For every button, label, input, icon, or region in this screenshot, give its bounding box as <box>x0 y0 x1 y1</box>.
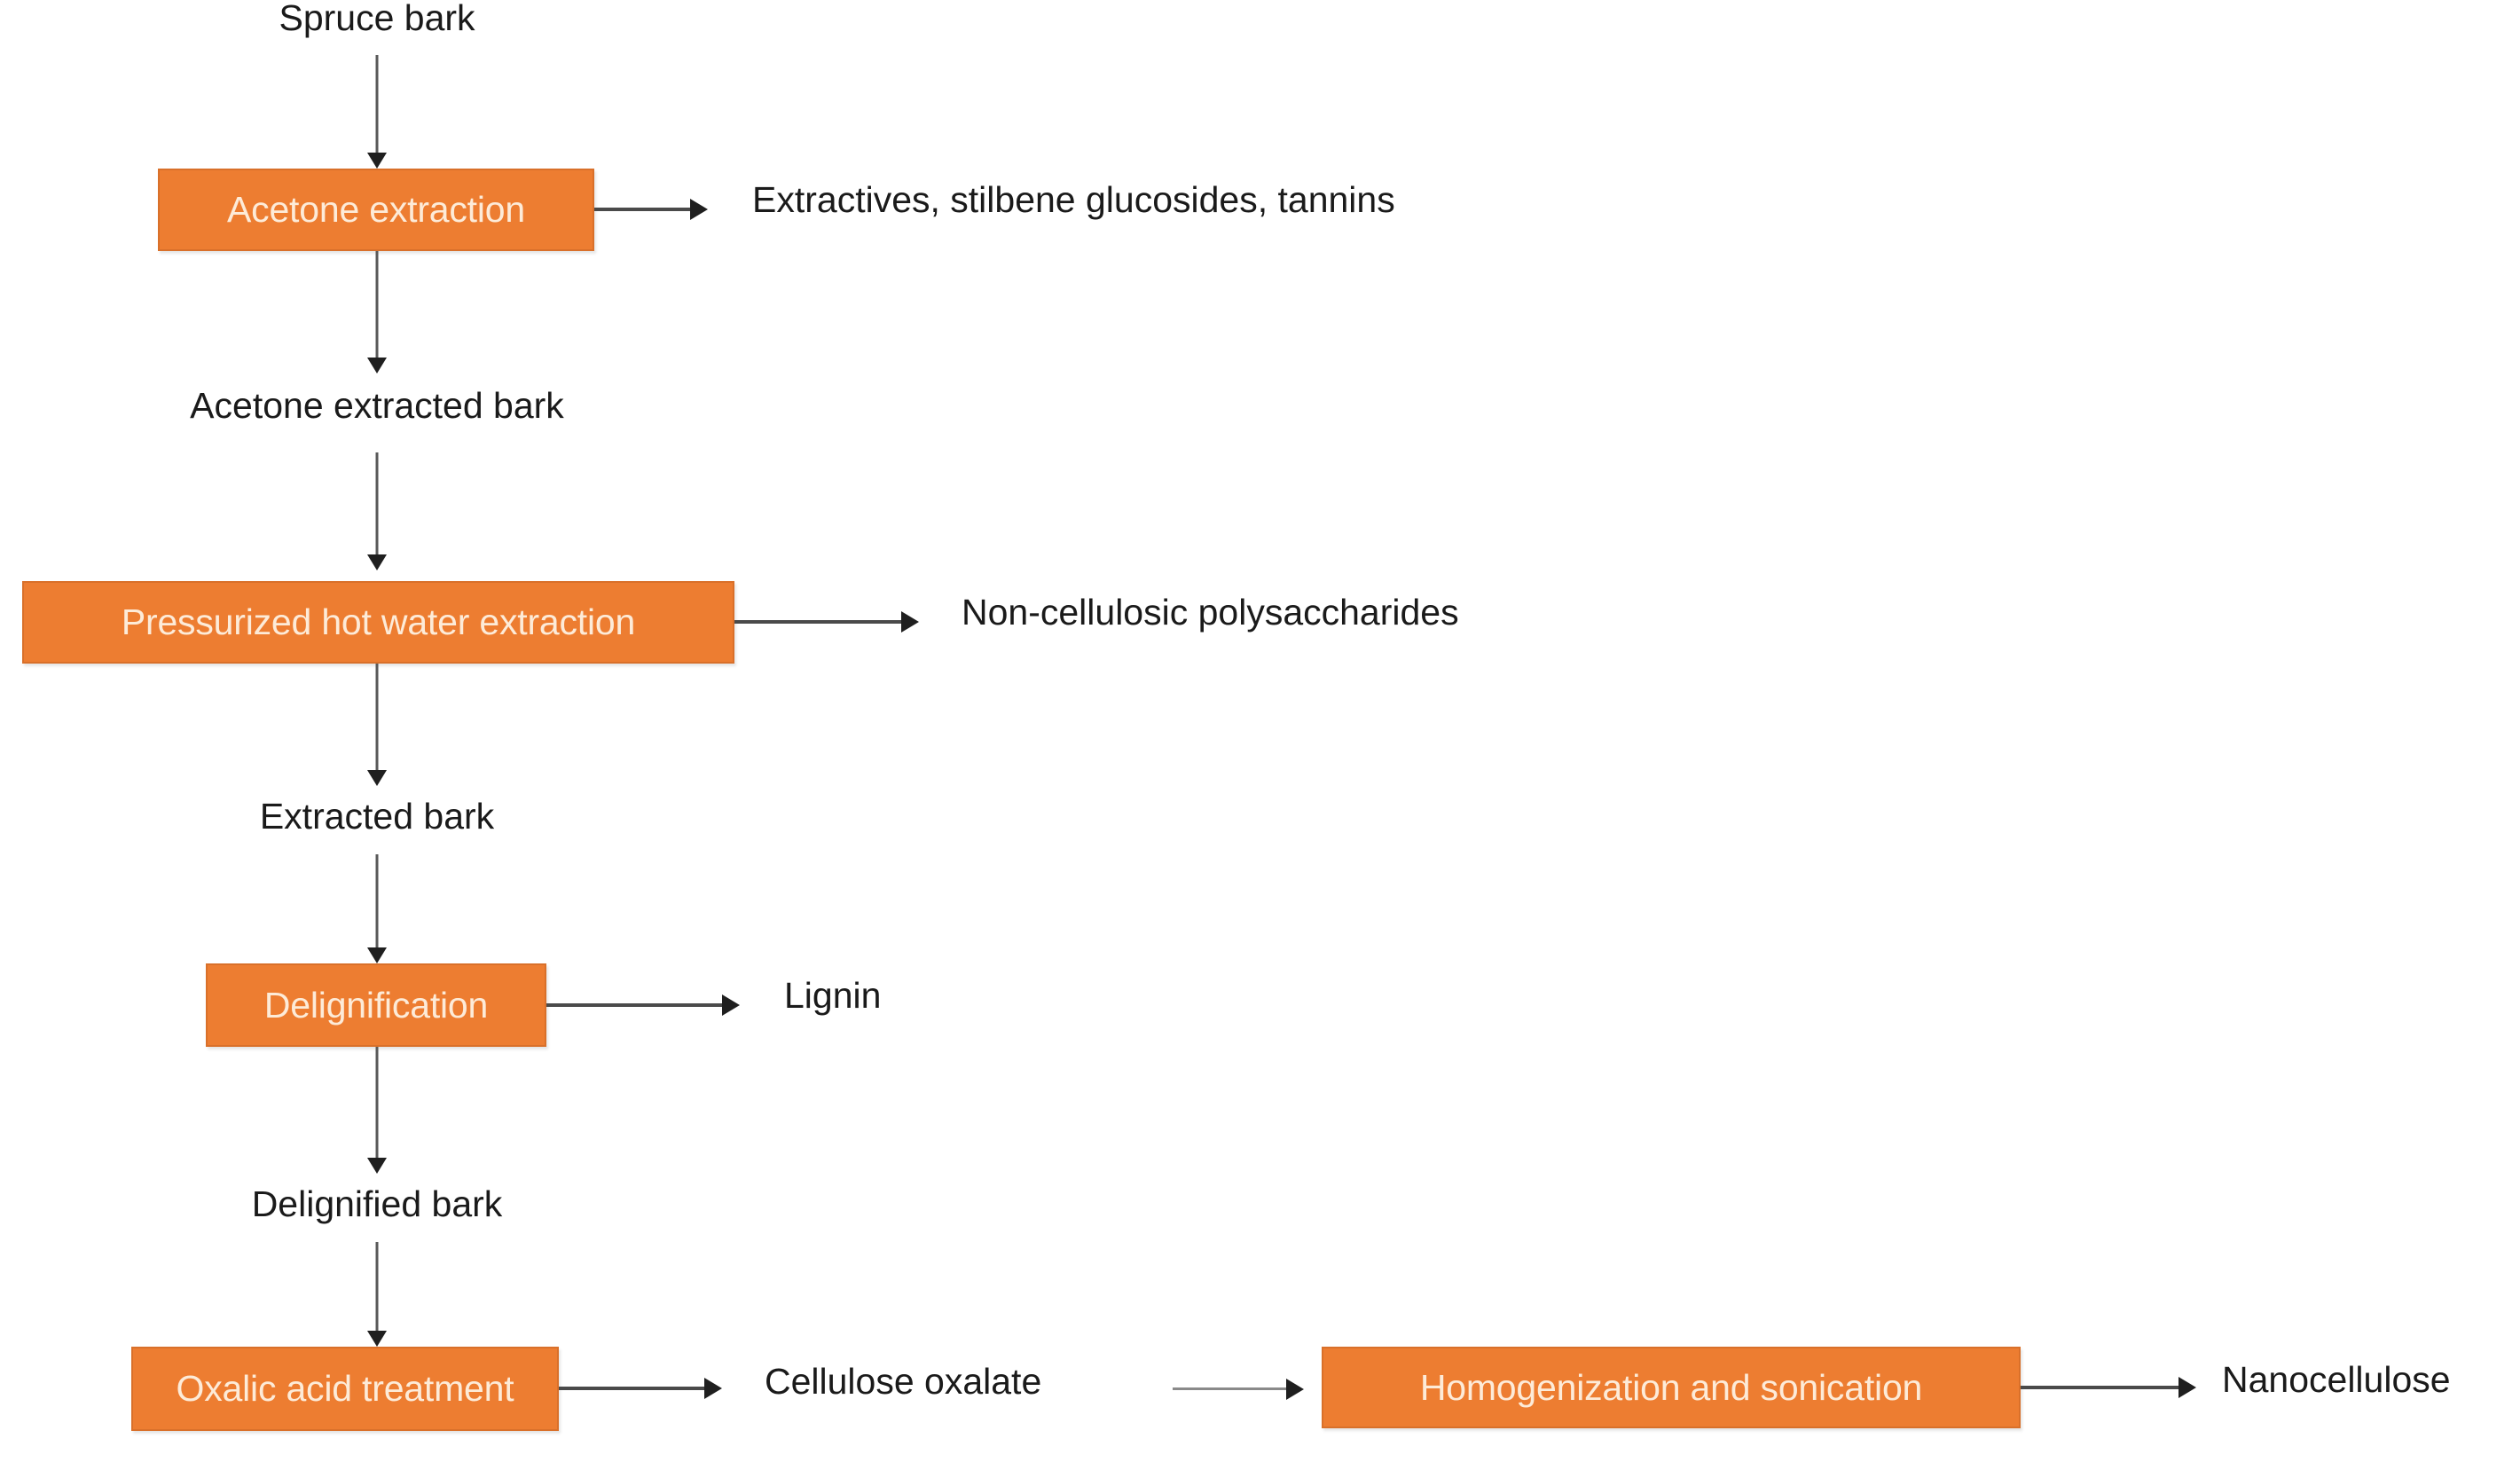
side-product-label-extractives: Extractives, stilbene glucosides, tannin… <box>752 179 1395 220</box>
process-box-label: Homogenization and sonication <box>1419 1366 1923 1408</box>
connector-delignification-to-delignified-bark <box>375 1047 379 1158</box>
connector-phwe-to-extracted-bark <box>375 664 379 770</box>
connector-spruce-to-acetone <box>375 55 379 153</box>
intermediate-label-extracted-bark: Extracted bark <box>259 796 495 837</box>
connector-extracted-bark-to-delignification <box>375 854 379 947</box>
arrowhead-spruce-to-acetone <box>367 153 387 169</box>
arrowhead-acetone-to-acetone-extracted-bark <box>367 358 387 373</box>
connector-homogenization-to-nanocellulose <box>2021 1386 2180 1389</box>
side-product-label-lignin: Lignin <box>784 975 882 1016</box>
side-product-label-non-cellulosic-polysaccharides: Non-cellulosic polysaccharides <box>962 592 1459 633</box>
process-box-label: Oxalic acid treatment <box>176 1368 514 1409</box>
process-box-acetone-extraction[interactable]: Acetone extraction <box>158 169 594 251</box>
intermediate-label-acetone-extracted-bark: Acetone extracted bark <box>190 385 564 426</box>
arrowhead-delignification-to-lignin <box>722 994 740 1016</box>
connector-oxalic-acid-to-cellulose-oxalate <box>559 1387 706 1390</box>
arrowhead-phwe-to-polysaccharides <box>901 611 919 633</box>
connector-phwe-to-polysaccharides <box>734 620 903 624</box>
process-box-delignification[interactable]: Delignification <box>206 963 546 1047</box>
process-box-oxalic-acid-treatment[interactable]: Oxalic acid treatment <box>131 1347 559 1431</box>
connector-cellulose-oxalate-to-homogenization <box>1173 1387 1288 1390</box>
connector-acetone-extracted-bark-to-phwe <box>375 452 379 554</box>
arrowhead-delignification-to-delignified-bark <box>367 1158 387 1174</box>
arrowhead-phwe-to-extracted-bark <box>367 770 387 786</box>
arrowhead-delignified-bark-to-oxalic-acid <box>367 1331 387 1347</box>
start-material-label: Spruce bark <box>279 0 475 38</box>
arrowhead-oxalic-acid-to-cellulose-oxalate <box>704 1378 722 1399</box>
intermediate-label-cellulose-oxalate: Cellulose oxalate <box>765 1361 1042 1402</box>
arrowhead-cellulose-oxalate-to-homogenization <box>1286 1379 1304 1400</box>
final-product-label-nanocellulose: Nanocellulose <box>2222 1359 2451 1400</box>
arrowhead-acetone-extracted-bark-to-phwe <box>367 554 387 570</box>
process-box-pressurized-hot-water-extraction[interactable]: Pressurized hot water extraction <box>22 581 734 664</box>
connector-delignification-to-lignin <box>546 1003 724 1007</box>
process-box-label: Acetone extraction <box>227 189 525 230</box>
arrowhead-homogenization-to-nanocellulose <box>2179 1377 2196 1398</box>
process-box-label: Pressurized hot water extraction <box>121 601 636 642</box>
connector-acetone-to-acetone-extracted-bark <box>375 251 379 358</box>
process-box-label: Delignification <box>263 984 489 1026</box>
arrowhead-extracted-bark-to-delignification <box>367 947 387 963</box>
intermediate-label-delignified-bark: Delignified bark <box>251 1183 503 1224</box>
connector-delignified-bark-to-oxalic-acid <box>375 1242 379 1331</box>
process-box-homogenization-and-sonication[interactable]: Homogenization and sonication <box>1322 1347 2021 1428</box>
connector-acetone-to-extractives <box>594 208 692 211</box>
arrowhead-acetone-to-extractives <box>690 199 708 220</box>
